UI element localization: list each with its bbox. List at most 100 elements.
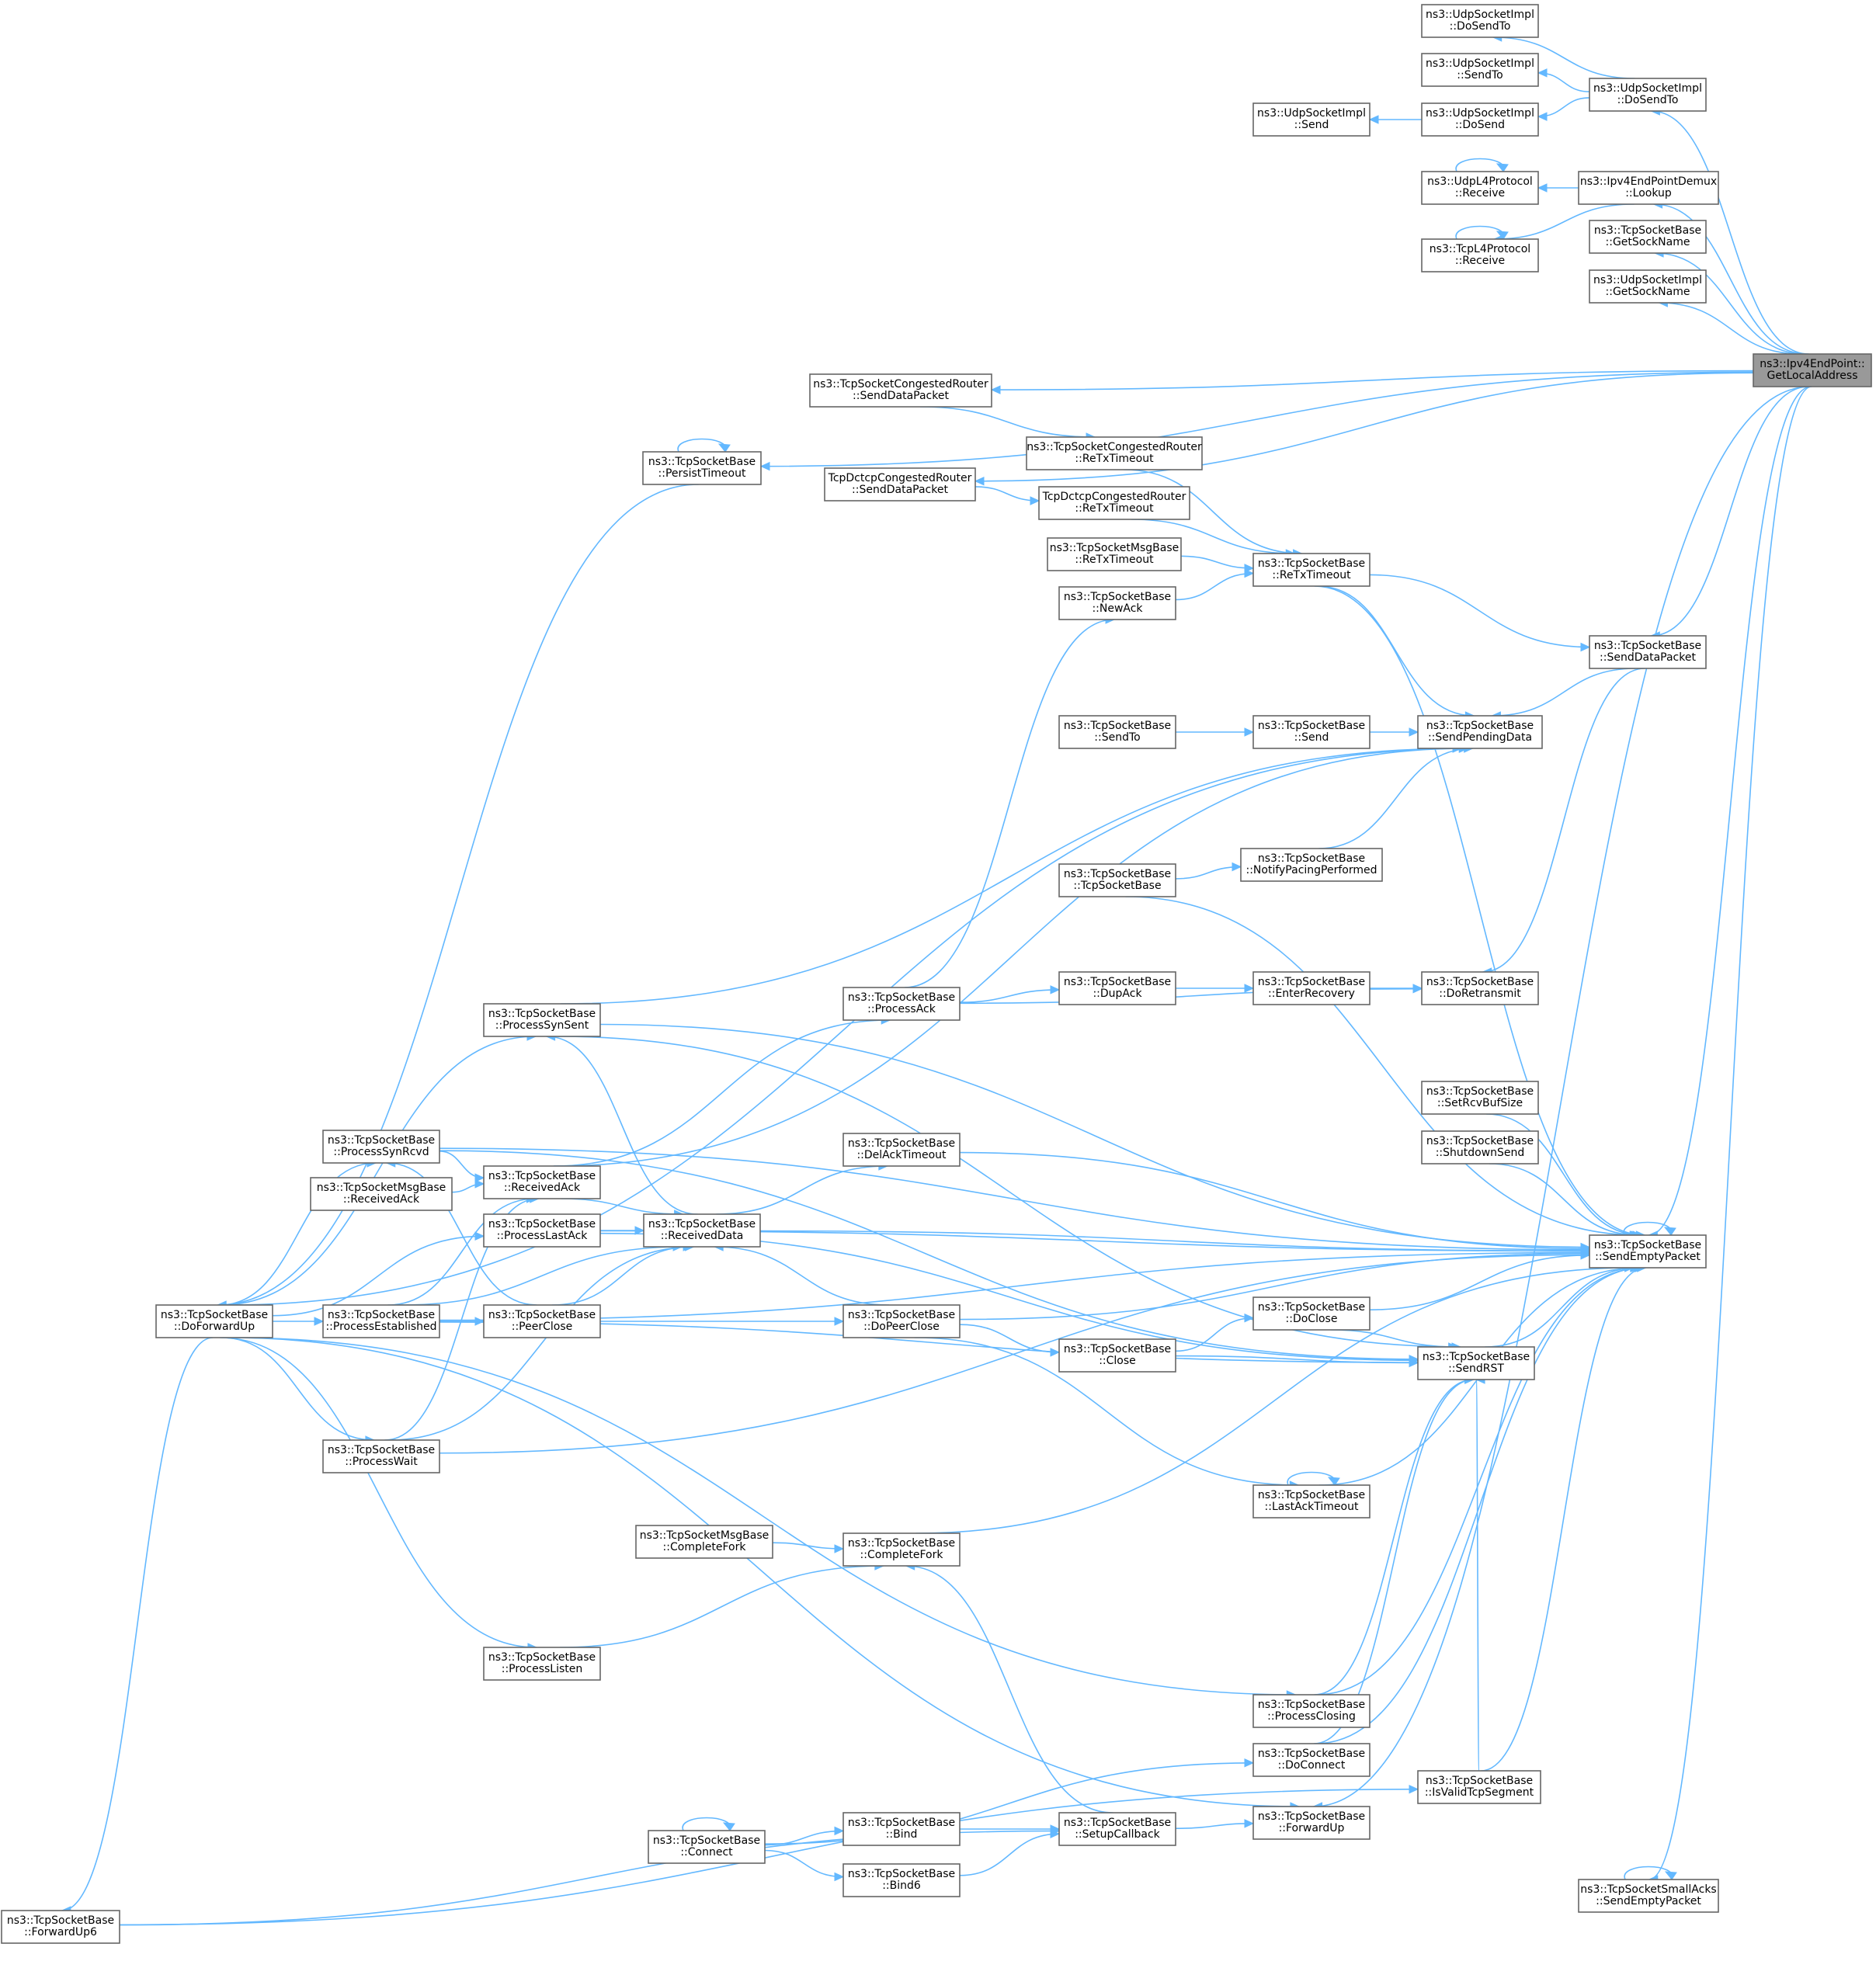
node-udp_dosend[interactable]: ns3::UdpSocketImpl::DoSend: [1421, 102, 1539, 137]
node-tsb_getsockname[interactable]: ns3::TcpSocketBase::GetSockName: [1589, 220, 1707, 254]
node-doforwardup[interactable]: ns3::TcpSocketBase::DoForwardUp: [155, 1304, 273, 1338]
node-label-line: ::ReceivedData: [661, 1230, 744, 1242]
node-retx[interactable]: ns3::TcpSocketBase::ReTxTimeout: [1252, 553, 1371, 587]
edge-arrowhead: [1244, 1758, 1255, 1768]
edge: [959, 1252, 1590, 1321]
edge-arrowhead: [1050, 1826, 1061, 1836]
node-label-line: ns3::TcpSocketBase: [1594, 1239, 1701, 1251]
node-label-line: ns3::TcpSocketMsgBase: [640, 1529, 769, 1542]
node-ctor[interactable]: ns3::TcpSocketBase::TcpSocketBase: [1058, 863, 1176, 897]
node-synrcvd[interactable]: ns3::TcpSocketBase::ProcessSynRcvd: [322, 1130, 440, 1164]
node-dopeerclose[interactable]: ns3::TcpSocketBase::DoPeerClose: [842, 1304, 961, 1338]
node-sendempty[interactable]: ns3::TcpSocketBase::SendEmptyPacket: [1589, 1234, 1707, 1269]
node-cong_senddata[interactable]: ns3::TcpSocketCongestedRouter::SendDataP…: [809, 373, 992, 408]
edge: [1653, 203, 1808, 355]
node-connect[interactable]: ns3::TcpSocketBase::Connect: [648, 1830, 766, 1864]
node-senddatapacket[interactable]: ns3::TcpSocketBase::SendDataPacket: [1589, 635, 1707, 669]
node-newack[interactable]: ns3::TcpSocketBase::NewAck: [1058, 586, 1176, 620]
node-box: [842, 1812, 961, 1846]
node-dctcp_senddata[interactable]: TcpDctcpCongestedRouter::SendDataPacket: [824, 467, 976, 502]
node-persist[interactable]: ns3::TcpSocketBase::PersistTimeout: [642, 451, 762, 485]
node-processack[interactable]: ns3::TcpSocketBase::ProcessAck: [842, 987, 961, 1021]
node-udp_dosendto_a[interactable]: ns3::UdpSocketImpl::DoSendTo: [1421, 4, 1539, 38]
node-box: [1421, 1130, 1539, 1164]
node-label-line: ::ProcessClosing: [1267, 1710, 1356, 1723]
node-established[interactable]: ns3::TcpSocketBase::ProcessEstablished: [322, 1304, 440, 1338]
node-shutdownsend[interactable]: ns3::TcpSocketBase::ShutdownSend: [1421, 1130, 1539, 1164]
node-processlisten[interactable]: ns3::TcpSocketBase::ProcessListen: [483, 1647, 601, 1681]
edge-arrowhead: [1412, 984, 1423, 994]
node-sendpending[interactable]: ns3::TcpSocketBase::SendPendingData: [1417, 715, 1543, 749]
node-smallacks[interactable]: ns3::TcpSocketSmallAcks::SendEmptyPacket: [1578, 1879, 1719, 1913]
edge-arrowhead: [1537, 112, 1548, 121]
node-box: [1038, 486, 1190, 520]
node-setupcallback[interactable]: ns3::TcpSocketBase::SetupCallback: [1058, 1812, 1176, 1846]
node-udpl4_receive[interactable]: ns3::UdpL4Protocol::Receive: [1421, 171, 1539, 205]
node-sendrst[interactable]: ns3::TcpSocketBase::SendRST: [1417, 1346, 1535, 1380]
node-isvalid[interactable]: ns3::TcpSocketBase::IsValidTcpSegment: [1417, 1770, 1541, 1804]
edge: [914, 1337, 1299, 1486]
node-lastacktimeout[interactable]: ns3::TcpSocketBase::LastAckTimeout: [1252, 1484, 1371, 1519]
edge: [1131, 519, 1295, 554]
node-msg_receivedack[interactable]: ns3::TcpSocketMsgBase::ReceivedAck: [310, 1177, 453, 1211]
node-target[interactable]: ns3::Ipv4EndPoint::GetLocalAddress: [1753, 353, 1872, 387]
node-msg_retx[interactable]: ns3::TcpSocketMsgBase::ReTxTimeout: [1047, 537, 1182, 571]
node-forwardup[interactable]: ns3::TcpSocketBase::ForwardUp: [1252, 1806, 1371, 1840]
node-forwardup6[interactable]: ns3::TcpSocketBase::ForwardUp6: [1, 1910, 120, 1944]
node-lastack[interactable]: ns3::TcpSocketBase::ProcessLastAck: [483, 1213, 601, 1248]
node-sendto[interactable]: ns3::TcpSocketBase::SendTo: [1058, 715, 1176, 749]
node-receiveddata[interactable]: ns3::TcpSocketBase::ReceivedData: [643, 1213, 761, 1248]
node-synsent[interactable]: ns3::TcpSocketBase::ProcessSynSent: [483, 1003, 601, 1037]
node-box: [322, 1304, 440, 1338]
node-dupack[interactable]: ns3::TcpSocketBase::DupAck: [1058, 971, 1176, 1005]
edge-arrowhead: [1232, 862, 1242, 872]
edge: [716, 1165, 888, 1215]
edge: [959, 989, 1060, 1003]
node-bind[interactable]: ns3::TcpSocketBase::Bind: [842, 1812, 961, 1846]
edge-arrowhead: [1244, 568, 1255, 578]
node-bind6[interactable]: ns3::TcpSocketBase::Bind6: [842, 1863, 961, 1897]
node-udp_sendto[interactable]: ns3::UdpSocketImpl::SendTo: [1421, 53, 1539, 87]
node-label-line: ns3::TcpSocketBase: [1258, 1748, 1365, 1760]
node-doretransmit[interactable]: ns3::TcpSocketBase::DoRetransmit: [1421, 971, 1539, 1005]
node-completefork[interactable]: ns3::TcpSocketBase::CompleteFork: [842, 1532, 961, 1567]
node-doconnect[interactable]: ns3::TcpSocketBase::DoConnect: [1252, 1743, 1371, 1777]
node-cong_retx[interactable]: ns3::TcpSocketCongestedRouter::ReTxTimeo…: [1026, 436, 1203, 470]
edge: [1482, 668, 1645, 973]
node-box: [1047, 537, 1182, 571]
node-udp_dosendto_b[interactable]: ns3::UdpSocketImpl::DoSendTo: [1589, 78, 1707, 112]
node-receivedack[interactable]: ns3::TcpSocketBase::ReceivedAck: [483, 1165, 601, 1199]
node-box: [1421, 238, 1539, 272]
node-box: [1058, 715, 1176, 749]
node-demux_lookup[interactable]: ns3::Ipv4EndPointDemux::Lookup: [1578, 171, 1719, 205]
node-enterrecovery[interactable]: ns3::TcpSocketBase::EnterRecovery: [1252, 971, 1371, 1005]
node-label-line: TcpDctcpCongestedRouter: [828, 472, 972, 484]
node-peerclose[interactable]: ns3::TcpSocketBase::PeerClose: [483, 1304, 601, 1338]
edge: [1655, 252, 1805, 355]
node-label-line: ns3::TcpSocketBase: [328, 1134, 435, 1147]
edge: [904, 619, 1115, 988]
edge-arrowhead: [474, 1179, 485, 1189]
node-udp_getsockname[interactable]: ns3::UdpSocketImpl::GetSockName: [1589, 269, 1707, 304]
node-processclosing[interactable]: ns3::TcpSocketBase::ProcessClosing: [1252, 1694, 1371, 1728]
node-setrcvbuf[interactable]: ns3::TcpSocketBase::SetRcvBufSize: [1421, 1081, 1539, 1115]
node-delack[interactable]: ns3::TcpSocketBase::DelAckTimeout: [842, 1133, 961, 1167]
node-pacing[interactable]: ns3::TcpSocketBase::NotifyPacingPerforme…: [1240, 848, 1383, 882]
node-label-line: ns3::TcpSocketBase: [848, 991, 955, 1004]
node-udp_send[interactable]: ns3::UdpSocketImpl::Send: [1252, 102, 1371, 137]
edge: [439, 1254, 1590, 1454]
node-doclose[interactable]: ns3::TcpSocketBase::DoClose: [1252, 1296, 1371, 1331]
node-label-line: ::PeerClose: [512, 1321, 573, 1333]
node-msg_completefork[interactable]: ns3::TcpSocketMsgBase::CompleteFork: [635, 1525, 773, 1559]
node-label-line: ns3::TcpSocketBase: [488, 1309, 596, 1321]
node-label-line: ::ProcessAck: [867, 1003, 936, 1015]
edge-arrowhead: [722, 1822, 735, 1831]
node-label-line: ns3::TcpSocketBase: [848, 1309, 955, 1321]
node-send[interactable]: ns3::TcpSocketBase::Send: [1252, 715, 1371, 749]
edge-arrowhead: [474, 1173, 485, 1182]
node-dctcp_retx[interactable]: TcpDctcpCongestedRouter::ReTxTimeout: [1038, 486, 1190, 520]
node-close[interactable]: ns3::TcpSocketBase::Close: [1058, 1338, 1176, 1373]
node-box: [824, 467, 976, 502]
node-processwait[interactable]: ns3::TcpSocketBase::ProcessWait: [322, 1439, 440, 1473]
node-tcpl4_receive[interactable]: ns3::TcpL4Protocol::Receive: [1421, 238, 1539, 272]
